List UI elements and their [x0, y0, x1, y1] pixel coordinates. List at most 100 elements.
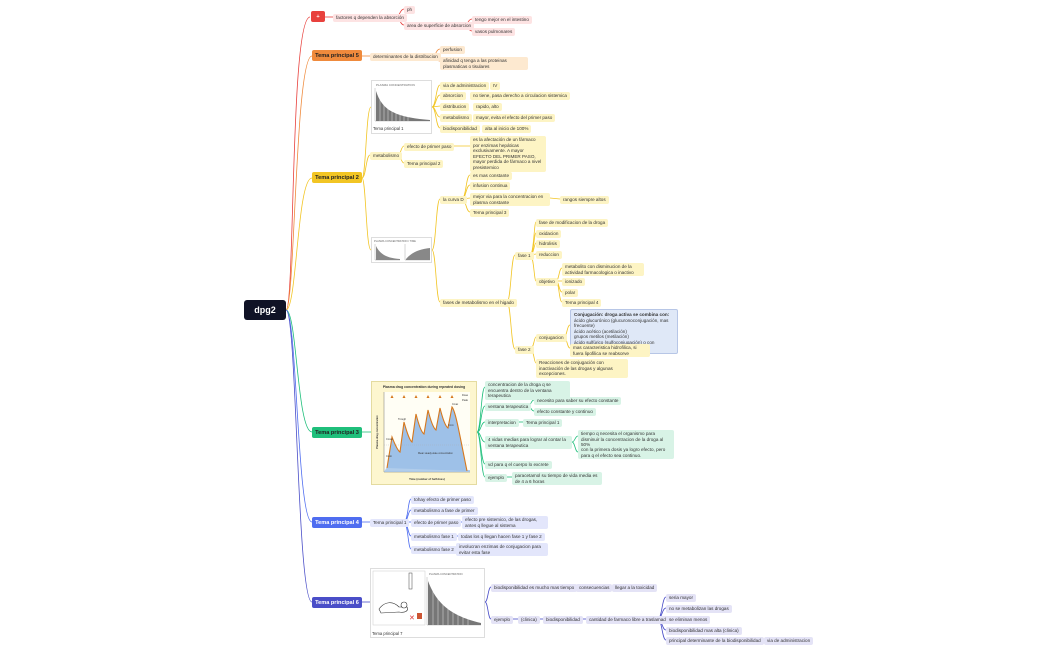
area-child-2[interactable]: vasos pulmonares [472, 28, 516, 36]
biodisponibilidad6-node[interactable]: biodisponibilidad [543, 616, 583, 624]
dosing-chart[interactable]: Plasma drug concentration during repeate… [371, 381, 477, 485]
ejemplo-child[interactable]: paracetamol su tiempo de vida media es d… [512, 472, 602, 486]
conjugacion-extra[interactable]: mas caracteristica hidrofilica, si fuera… [570, 344, 650, 358]
infusion-chart-image: PLASMA CONCENTRATION / TIME [374, 239, 430, 261]
curva-child-3[interactable]: mejor via para la concentracion en plasm… [470, 193, 550, 207]
absorcion-value[interactable]: no tiene, pasa derecho a circulacion sis… [470, 92, 570, 100]
absorcion-label[interactable]: absorcion [440, 92, 466, 100]
biodisp-label[interactable]: biodisponibilidad [440, 125, 480, 133]
interpretacion-node[interactable]: interpretacion [485, 419, 519, 427]
cantidad-node[interactable]: cantidad de farmaco libre a traslamado [586, 616, 672, 624]
factores-node[interactable]: factores q dependen la absorción [333, 14, 407, 22]
ventana-child-2[interactable]: efecto constante y continuo [534, 408, 596, 416]
vidas-node[interactable]: 4 vidas medias para lograr al contar la … [485, 436, 572, 450]
objetivo-child-4[interactable]: Tema principal 4 [562, 299, 602, 307]
tema4-child-5-value[interactable]: involucran enzimas de conjugacion para e… [456, 543, 548, 557]
objetivo-child-3[interactable]: polar [562, 289, 579, 297]
chart2-thumbnail[interactable]: PLASMA CONCENTRATION / TIME [371, 237, 432, 263]
objetivo-child-1[interactable]: metabolito con disminucion de la activid… [562, 263, 644, 277]
tema4-sub-node[interactable]: Tema principal 1 [370, 519, 410, 527]
tema4-node[interactable]: Tema principal 4 [312, 517, 362, 528]
tema2-node[interactable]: Tema principal 2 [312, 172, 362, 183]
tema4-child-4-value[interactable]: todas los q llegan hacen fase 1 y fase 2 [458, 533, 545, 541]
fase1-node[interactable]: fase 1 [515, 252, 534, 260]
tema4-child-3-value[interactable]: efecto pre sistemico, de las drogas, ant… [462, 516, 548, 530]
ph-node[interactable]: ph [404, 6, 416, 14]
consecuencias-node[interactable]: consecuencias [576, 584, 613, 592]
dosing-chart-svg: Plasma drug concentration during repeate… [375, 385, 470, 481]
bio-child-4[interactable]: biodisponibilidad mas alta (clinica) [666, 627, 742, 635]
fase1-child-2[interactable]: oxidacion [536, 230, 562, 238]
conjugacion-node[interactable]: conjugacion [536, 334, 567, 342]
curva-node[interactable]: la curva D [440, 196, 467, 204]
root-node[interactable]: dpg2 [244, 300, 286, 320]
tema5-node[interactable]: Tema principal 5 [312, 50, 362, 61]
distribucion-label[interactable]: distribucion [440, 103, 470, 111]
tema4-child-1[interactable]: tohay efecto de primer paso [411, 496, 474, 504]
fase1-child-1[interactable]: fase de modificacion de la droga [536, 219, 609, 227]
fase2-node[interactable]: fase 2 [515, 346, 534, 354]
biodisp-value[interactable]: alta al inicio de 100% [482, 125, 532, 133]
tema4-child-2[interactable]: metabolismo a fase de primer [411, 507, 478, 515]
tema6-illustration: ✕ PLASMA CONCENTRATION [372, 570, 481, 626]
objetivo-node[interactable]: objetivo [536, 278, 558, 286]
bio-child-1[interactable]: seria mayor [666, 594, 696, 602]
determinantes-node[interactable]: determinantes de la distribucion [370, 53, 441, 61]
reacciones-node[interactable]: Reacciones de conjugación con inactivaci… [536, 359, 628, 378]
tema3-node[interactable]: Tema principal 3 [312, 427, 362, 438]
chart1-thumbnail[interactable]: PLASMA CONCENTRATION Tema principal 1 [371, 80, 432, 134]
ejemplo6-node[interactable]: ejemplo [491, 616, 514, 624]
tema4-child-5[interactable]: metabolismo fase 2 [411, 546, 457, 554]
decay-chart-image: PLASMA CONCENTRATION [374, 83, 430, 122]
chart-label-cmax2: Cmax [452, 403, 459, 406]
fases-node[interactable]: fases de metabolismo en el higado [440, 299, 517, 307]
fase1-child-3[interactable]: hidrolisis [536, 240, 560, 248]
principal-node[interactable]: principal determinante de la biodisponib… [666, 637, 764, 645]
curva-child-2[interactable]: infusion continua [470, 182, 511, 190]
tema-p2-node[interactable]: Tema principal 2 [404, 160, 444, 168]
conjugacion-title: Conjugación: droga activa se combina con… [574, 312, 670, 317]
vidas-child-2[interactable]: con la primera dosis ya logro efecto, pe… [578, 446, 674, 460]
ejemplo-node[interactable]: ejemplo [485, 474, 508, 482]
tema6-caption: Tema principal 7 [372, 631, 403, 636]
ventana-child-1[interactable]: necesito para saber su efecto constante [534, 397, 622, 405]
metabolismo-node[interactable]: metabolismo [370, 152, 403, 160]
tema6-image[interactable]: ✕ PLASMA CONCENTRATION Tema principal 7 [370, 568, 485, 638]
vidas-child-1[interactable]: tiempo q necesita el organismo para dism… [578, 430, 674, 449]
concentracion-node[interactable]: concentracion de la droga q se encuentra… [485, 381, 570, 400]
efecto-primer-paso-node[interactable]: efecto de primer paso [404, 143, 455, 151]
conjugacion-item: ácido glucurónico (glucuronoconjugación,… [574, 317, 669, 329]
bio-child-2[interactable]: no se metabolizan las drogas [666, 605, 732, 613]
metabolismo-value[interactable]: mayor, evita el efecto del primer paso [473, 114, 556, 122]
llegar-node[interactable]: llegar a la toxicidad [612, 584, 658, 592]
curva-child-4[interactable]: Tema principal 3 [470, 209, 510, 217]
tema6-node[interactable]: Tema principal 6 [312, 597, 362, 608]
clinica-node[interactable]: (clinica) [518, 616, 540, 624]
chart1-caption: Tema principal 1 [373, 126, 404, 131]
rangos-node[interactable]: rangos siempre altos [560, 196, 609, 204]
via6-node[interactable]: via de administracion [764, 637, 814, 645]
distribucion-value[interactable]: rapido, alto [473, 103, 502, 111]
objetivo-child-2[interactable]: ionizado [562, 278, 586, 286]
conjugacion-item: grupos metilos (metilación) [574, 334, 629, 340]
interpretacion-child[interactable]: Tema principal 1 [523, 419, 563, 427]
area-node[interactable]: area de superficie de absorcion [404, 22, 475, 30]
afinidad-node[interactable]: afinidad q tenga a las proteinas plasmat… [440, 57, 528, 71]
perfusion-node[interactable]: perfusion [440, 46, 465, 54]
dosing-chart-title: Plasma drug concentration during repeate… [383, 385, 465, 389]
bio-rapida-node[interactable]: biodisponibilidad es mucho mas tiempo [491, 584, 578, 592]
bio-child-3[interactable]: se eliminan menos [666, 616, 711, 624]
curva-child-1[interactable]: es mas constante [470, 172, 513, 180]
via-value[interactable]: IV [490, 82, 501, 90]
tema4-child-4[interactable]: metabolismo fase 1 [411, 533, 457, 541]
efecto-desc-node[interactable]: es la afectación de un fármaco por enzim… [470, 136, 546, 172]
fase1-child-4[interactable]: reduccion [536, 251, 562, 259]
excrete-node[interactable]: vd para q el cuerpo lo excrete [485, 461, 552, 469]
ventana-node[interactable]: ventana terapeutica [485, 403, 532, 411]
area-child-1[interactable]: tengo mejor en el intestino [472, 16, 532, 24]
metabolismo-label[interactable]: metabolismo [440, 114, 473, 122]
red-badge[interactable]: + [311, 11, 325, 22]
via-label[interactable]: via de administracion [440, 82, 490, 90]
tema4-child-3[interactable]: efecto de primer paso [411, 519, 462, 527]
